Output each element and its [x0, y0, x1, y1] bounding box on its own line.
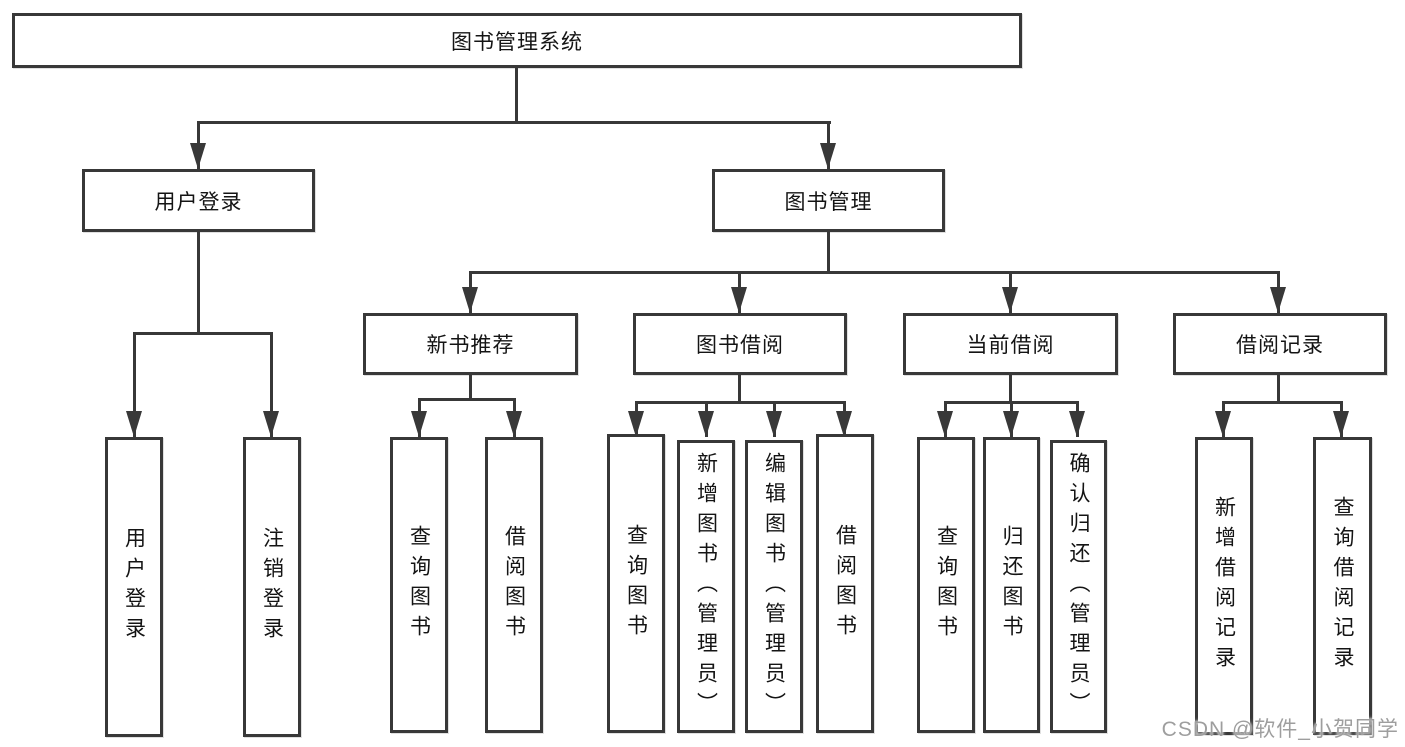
- node-new-book: 新书推荐: [363, 313, 578, 375]
- leaf-bb-query-book: 查询图书: [607, 434, 665, 733]
- connector-user-login-rail: [133, 332, 273, 335]
- arrowhead-cb-leaf2: [1003, 411, 1019, 437]
- connector-to-leaf-login: [133, 332, 136, 437]
- arrowhead-book-borrow: [731, 287, 747, 313]
- leaf-cb-query-book: 查询图书: [917, 437, 975, 733]
- csdn-watermark: CSDN @软件_小贺同学: [1161, 718, 1399, 741]
- arrowhead-bb-leaf1: [628, 411, 644, 437]
- connector-borrow-record-rail: [1222, 401, 1342, 404]
- arrowhead-br-leaf1: [1215, 411, 1231, 437]
- node-new-book-label: 新书推荐: [426, 334, 515, 357]
- leaf-logout: 注销登录: [243, 437, 301, 737]
- leaf-bb-query-book-label: 查询图书: [624, 523, 648, 644]
- node-root: 图书管理系统: [12, 13, 1022, 68]
- leaf-cb-return-book-label: 归还图书: [1000, 525, 1023, 645]
- node-current-borrow: 当前借阅: [903, 313, 1118, 375]
- leaf-bb-edit-book-admin-label: 编辑图书（管理员）: [762, 451, 786, 722]
- leaf-br-add-record: 新增借阅记录: [1195, 437, 1253, 735]
- connector-book-mgmt-stem: [827, 232, 830, 274]
- node-borrow-record: 借阅记录: [1173, 313, 1387, 375]
- node-user-login: 用户登录: [82, 169, 315, 232]
- node-current-borrow-label: 当前借阅: [966, 334, 1055, 357]
- leaf-br-add-record-label: 新增借阅记录: [1212, 496, 1236, 676]
- arrowhead-cb-leaf3: [1069, 411, 1085, 437]
- leaf-br-query-record-label: 查询借阅记录: [1331, 496, 1354, 676]
- arrowhead-bb-leaf2: [698, 411, 714, 437]
- node-book-borrow: 图书借阅: [633, 313, 847, 375]
- leaf-cb-confirm-return-admin-label: 确认归还（管理员）: [1067, 451, 1090, 722]
- leaf-logout-label: 注销登录: [260, 527, 284, 647]
- leaf-nb-borrow-book-label: 借阅图书: [502, 525, 526, 645]
- leaf-bb-borrow-book: 借阅图书: [816, 434, 874, 733]
- leaf-bb-add-book-admin-label: 新增图书（管理员）: [694, 451, 718, 722]
- connector-new-book-stem: [469, 375, 472, 401]
- connector-root-stem: [515, 68, 518, 121]
- leaf-cb-confirm-return-admin: 确认归还（管理员）: [1050, 440, 1107, 733]
- arrowhead-book-mgmt: [820, 143, 836, 169]
- node-book-borrow-label: 图书借阅: [696, 334, 784, 357]
- arrowhead-user-login: [190, 143, 206, 169]
- arrowhead-nb-leaf1: [411, 411, 427, 437]
- node-user-login-label: 用户登录: [154, 190, 243, 214]
- connector-borrow-record-stem: [1277, 375, 1280, 404]
- arrowhead-bb-leaf3: [766, 411, 782, 437]
- leaf-user-login-label: 用户登录: [122, 527, 146, 647]
- node-borrow-record-label: 借阅记录: [1236, 334, 1324, 357]
- connector-book-borrow-stem: [738, 375, 741, 404]
- leaf-bb-add-book-admin: 新增图书（管理员）: [677, 440, 735, 733]
- leaf-nb-query-book-label: 查询图书: [407, 525, 431, 645]
- arrowhead-nb-leaf2: [506, 411, 522, 437]
- arrowhead-cb-leaf1: [937, 411, 953, 437]
- connector-to-leaf-logout: [270, 332, 273, 437]
- leaf-user-login: 用户登录: [105, 437, 163, 737]
- leaf-bb-edit-book-admin: 编辑图书（管理员）: [745, 440, 803, 733]
- arrowhead-bb-leaf4: [836, 411, 852, 437]
- arrowhead-new-book: [462, 287, 478, 313]
- leaf-nb-borrow-book: 借阅图书: [485, 437, 543, 733]
- connector-user-login-stem: [197, 232, 200, 335]
- node-book-mgmt: 图书管理: [712, 169, 945, 232]
- arrowhead-leaf-logout: [263, 411, 279, 437]
- node-root-label: 图书管理系统: [451, 30, 583, 54]
- leaf-cb-query-book-label: 查询图书: [934, 525, 958, 645]
- connector-book-borrow-rail: [635, 401, 845, 404]
- leaf-nb-query-book: 查询图书: [390, 437, 448, 733]
- node-book-mgmt-label: 图书管理: [784, 190, 873, 214]
- connector-root-rail: [197, 121, 831, 124]
- connector-book-mgmt-rail: [469, 271, 1280, 274]
- leaf-cb-return-book: 归还图书: [983, 437, 1040, 733]
- arrowhead-current-borrow: [1002, 287, 1018, 313]
- arrowhead-br-leaf2: [1333, 411, 1349, 437]
- arrowhead-borrow-record: [1270, 287, 1286, 313]
- leaf-br-query-record: 查询借阅记录: [1313, 437, 1372, 735]
- leaf-bb-borrow-book-label: 借阅图书: [833, 523, 857, 644]
- arrowhead-leaf-login: [126, 411, 142, 437]
- connector-current-borrow-stem: [1009, 375, 1012, 404]
- connector-new-book-rail: [418, 398, 516, 401]
